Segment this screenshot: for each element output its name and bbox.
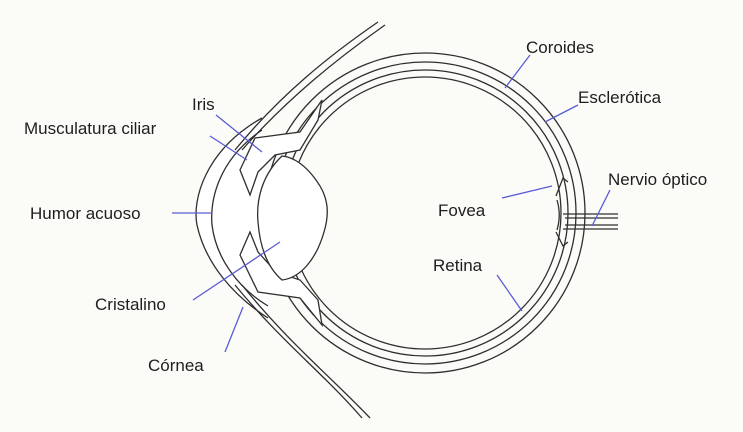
labels: Coroides Esclerótica Nervio óptico Fovea… — [24, 38, 707, 375]
lens — [258, 156, 328, 280]
label-cristalino: Cristalino — [95, 295, 166, 314]
label-coroides: Coroides — [526, 38, 594, 57]
label-musculatura-ciliar: Musculatura ciliar — [24, 119, 157, 138]
label-nervio-optico: Nervio óptico — [608, 170, 707, 189]
label-cornea: Córnea — [148, 356, 204, 375]
leader-fovea — [502, 186, 552, 198]
leader-retina — [497, 275, 522, 311]
label-esclerotica: Esclerótica — [578, 88, 662, 107]
leader-cornea — [225, 307, 243, 352]
upper-eyelid-line-2 — [242, 25, 385, 150]
label-iris: Iris — [192, 95, 215, 114]
leader-nervio-optico — [592, 190, 610, 226]
label-humor-acuoso: Humor acuoso — [30, 204, 141, 223]
label-fovea: Fovea — [438, 201, 486, 220]
label-retina: Retina — [433, 256, 483, 275]
